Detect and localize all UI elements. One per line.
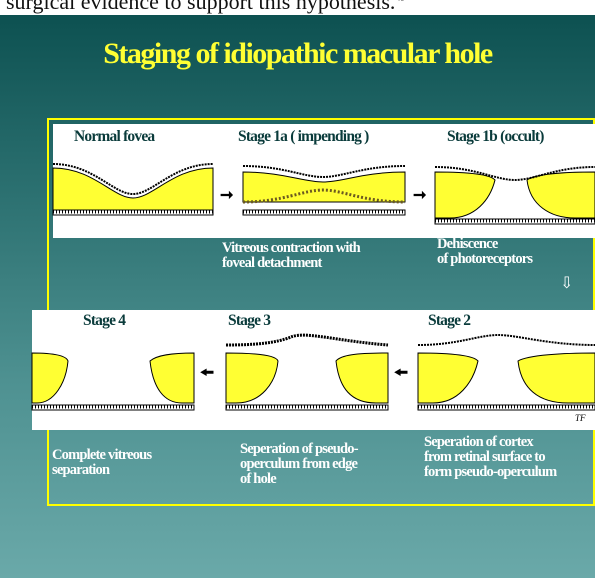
caption-stage-4: Complete vitreous separation xyxy=(52,448,151,478)
diagram-stage-2 xyxy=(418,333,595,413)
caption-line: Vitreous contraction with xyxy=(222,241,360,256)
stage-label-2: Stage 2 xyxy=(428,312,470,330)
caption-stage-1b: Dehiscence of photoreceptors xyxy=(437,237,532,267)
caption-stage-3: Seperation of pseudo- operculum from edg… xyxy=(240,442,358,487)
signature: TF xyxy=(575,413,586,423)
caption-line: of hole xyxy=(240,472,358,487)
diagram-stage-3 xyxy=(226,333,388,413)
caption-line: from retinal surface to xyxy=(424,450,556,465)
caption-stage-1a: Vitreous contraction with foveal detachm… xyxy=(222,241,360,271)
stage-label-3: Stage 3 xyxy=(228,312,270,330)
arrow-right-icon: ➞ xyxy=(413,185,426,205)
top-text: surgical evidence to support this hypoth… xyxy=(6,0,595,15)
diagram-normal-fovea xyxy=(53,150,213,220)
slide: Staging of idiopathic macular hole Norma… xyxy=(0,15,595,578)
stage-label-1b: Stage 1b (occult) xyxy=(447,128,544,146)
arrow-left-icon: 🠘 xyxy=(394,362,408,389)
caption-line: operculum from edge xyxy=(240,457,358,472)
caption-line: Dehiscence xyxy=(437,237,532,252)
slide-title: Staging of idiopathic macular hole xyxy=(0,37,595,71)
stage-label-1a: Stage 1a ( impending ) xyxy=(238,128,369,146)
caption-stage-2: Seperation of cortex from retinal surfac… xyxy=(424,435,556,480)
caption-line: Complete vitreous xyxy=(52,448,151,463)
arrow-down-icon: ⇩ xyxy=(560,273,573,293)
caption-line: Seperation of pseudo- xyxy=(240,442,358,457)
top-superscript: 49 xyxy=(395,0,405,4)
caption-line: foveal detachment xyxy=(222,256,360,271)
caption-line: of photoreceptors xyxy=(437,252,532,267)
diagram-stage-1a xyxy=(243,150,405,220)
arrow-right-icon: ➞ xyxy=(220,185,233,205)
caption-line: form pseudo-operculum xyxy=(424,465,556,480)
diagram-stage-1b xyxy=(435,150,595,225)
stage-label-normal: Normal fovea xyxy=(74,128,154,146)
caption-line: separation xyxy=(52,463,151,478)
diagram-stage-4 xyxy=(32,333,194,413)
arrow-left-icon: 🠘 xyxy=(200,362,214,389)
caption-line: Seperation of cortex xyxy=(424,435,556,450)
top-text-line: surgical evidence to support this hypoth… xyxy=(6,0,395,14)
stage-label-4: Stage 4 xyxy=(83,312,125,330)
